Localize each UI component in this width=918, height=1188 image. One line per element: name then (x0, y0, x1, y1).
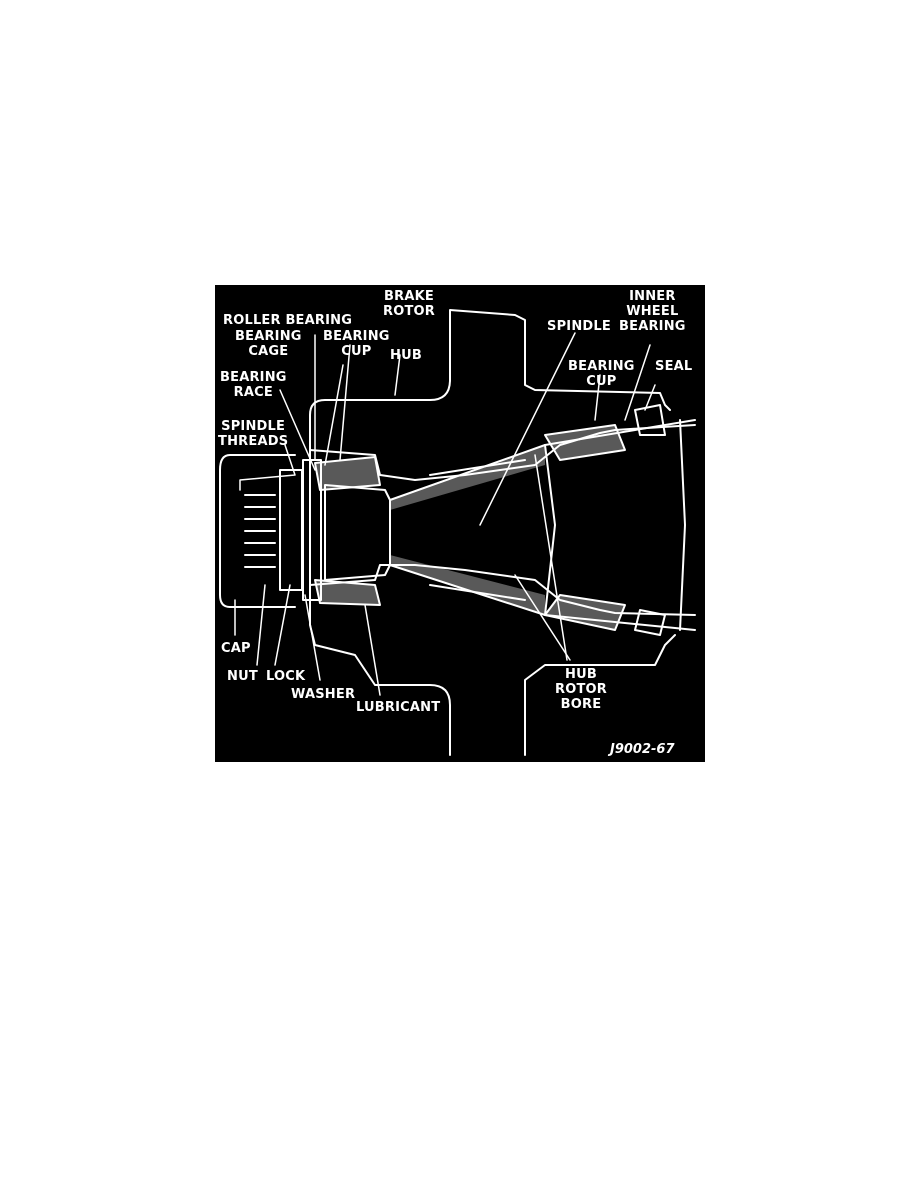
label-nut: NUT (227, 669, 258, 684)
leader-lines (234, 332, 656, 696)
label-brake-rotor: BRAKE ROTOR (383, 289, 435, 319)
label-roller-bearing: ROLLER BEARING (223, 313, 353, 328)
label-spindle-threads: SPINDLE THREADS (218, 419, 289, 449)
figure-code: J9002-67 (610, 742, 675, 757)
label-washer: WASHER (291, 687, 356, 702)
brake-rotor-outline (309, 309, 671, 756)
outer-bearing-lower (314, 579, 381, 606)
hub-rotor-bore-line (429, 459, 526, 601)
label-cap: CAP (221, 641, 251, 656)
label-bearing-cage: BEARING CAGE (235, 329, 302, 359)
seal-lower (634, 609, 666, 636)
inner-bearing-lower (544, 594, 626, 631)
inner-bearing-upper (544, 424, 626, 461)
label-inner-wheel-bearing: INNER WHEEL BEARING (619, 289, 686, 334)
hub-bearing-diagram: BRAKE ROTOR INNER WHEEL BEARING ROLLER B… (215, 285, 705, 762)
outer-bearing-upper (314, 456, 381, 491)
cap-outline (219, 454, 296, 608)
label-lubricant: LUBRICANT (356, 700, 441, 715)
label-hub-rotor-bore: HUB ROTOR BORE (555, 667, 607, 712)
label-hub: HUB (390, 348, 422, 363)
hub-outline (309, 424, 696, 481)
label-bearing-race: BEARING RACE (220, 370, 287, 400)
label-lock: LOCK (266, 669, 306, 684)
seal-upper (634, 404, 666, 436)
brake-rotor-outline-bottom (524, 634, 676, 756)
spindle-threads-hatching (244, 494, 276, 568)
hub-outline-lower (309, 564, 696, 616)
nut-outline (279, 469, 303, 591)
label-spindle: SPINDLE (547, 319, 611, 334)
diagram-drawing (219, 309, 696, 756)
label-bearing-cup-inner: BEARING CUP (568, 359, 635, 389)
label-seal: SEAL (655, 359, 693, 374)
label-bearing-cup-outer: BEARING CUP (323, 329, 390, 359)
